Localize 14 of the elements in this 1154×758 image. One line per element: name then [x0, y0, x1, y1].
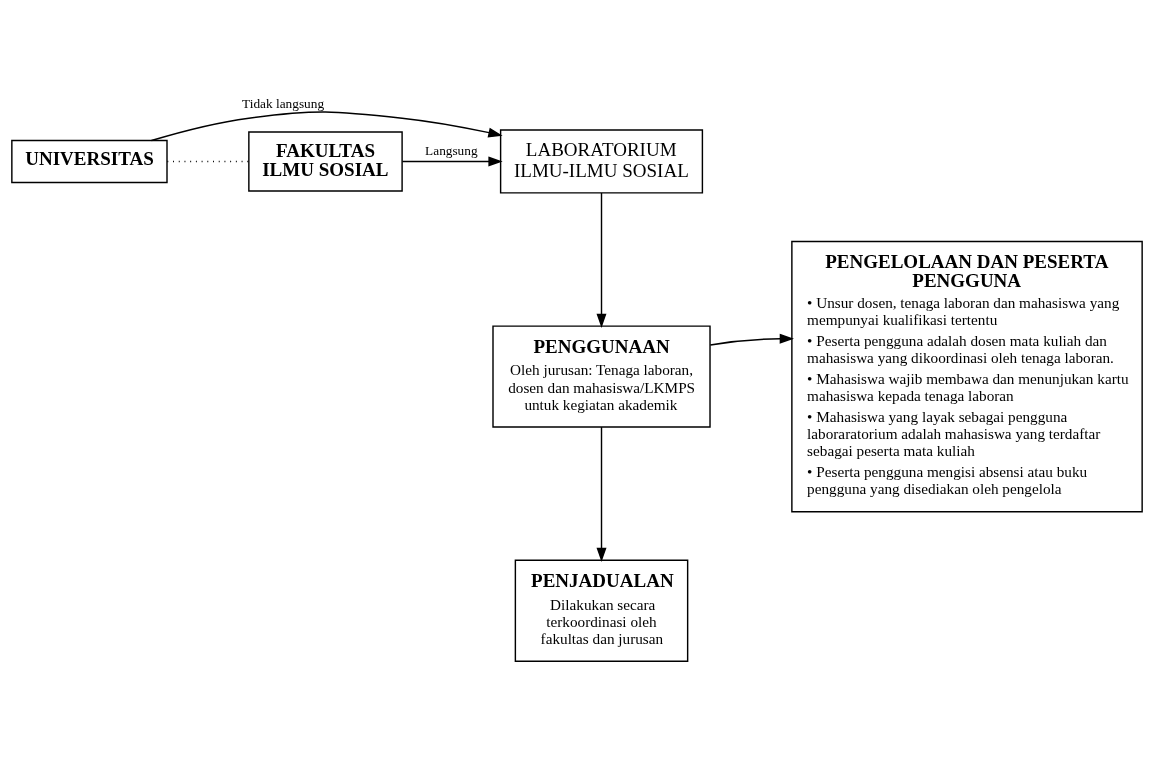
node-box: LABORATORIUM ILMU-ILMU SOSIAL — [499, 128, 704, 194]
arrow — [596, 191, 607, 328]
arrow — [150, 110, 503, 141]
arrow — [596, 425, 607, 562]
node-box: PENGELOLAAN DAN PESERTA PENGGUNA • Unsur dosen, tenaga laboran dan mahasiswa yang mempunyai kualifikasi tertentu • Peserta pengguna adalah dosen mata kuliah dan mahasiswa yang dikoordinasi oleh tenaga laboran. • Mahasiswa wajib membawa dan menunjukan kartu mahasiswa kepada tenaga laboran • Mahasiswa yang layak sebagai pengguna laboraratorium adalah mahasiswa yang terdaftar sebagai peserta mata kuliah • Peserta pengguna mengisi absensi atau buku pengguna yang disediakan oleh pengelola — [791, 240, 1143, 512]
arrow — [401, 156, 503, 166]
connector — [166, 160, 250, 162]
edge-label: Tidak langsung — [242, 95, 325, 111]
arrow — [709, 333, 794, 346]
node-box: PENGGUNAAN Oleh jurusan: Tenaga laboran, dosen dan mahasiswa/LKMPS untuk kegiatan akademik — [492, 324, 711, 428]
node-box: FAKULTAS ILMU SOSIAL — [248, 130, 403, 192]
node-box: PENJADUALAN Dilakukan secara terkoordinasi oleh fakultas dan jurusan — [514, 559, 689, 662]
node-box: UNIVERSITAS — [11, 139, 168, 183]
edge-label: Langsung — [425, 142, 478, 158]
